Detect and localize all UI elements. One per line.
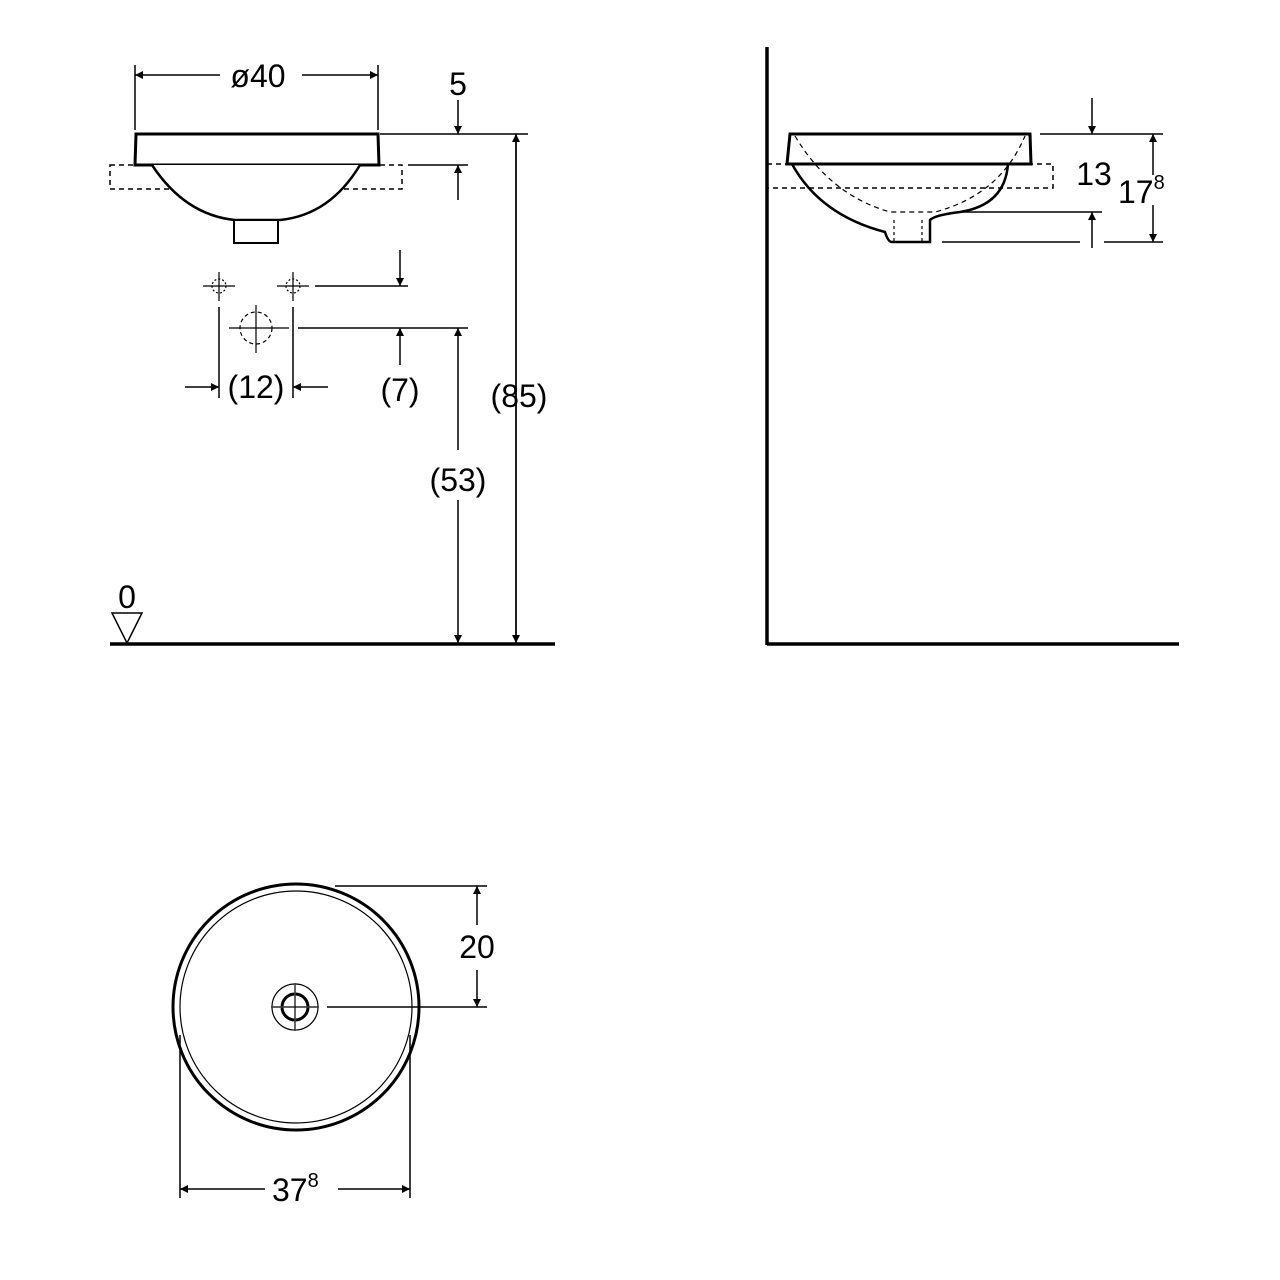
tap-offset-label: (7): [380, 372, 419, 408]
height-total-label: (85): [491, 378, 548, 414]
basin-bowl: [150, 164, 362, 222]
side-view: [765, 47, 1179, 646]
total-depth-label: 178: [1118, 172, 1165, 210]
top-width-label: 378: [272, 1170, 319, 1208]
drain-offset-label: 20: [459, 929, 495, 965]
front-view: [109, 65, 555, 646]
outlet: [233, 219, 279, 244]
outlet-height-label: (53): [430, 462, 487, 498]
drain-icon: [271, 983, 319, 1031]
floor-level-icon: [110, 612, 144, 645]
rim-label: 5: [449, 66, 467, 102]
width-label: ø40: [230, 58, 285, 94]
top-view: [171, 882, 487, 1198]
bowl-depth-label: 13: [1076, 156, 1112, 192]
tap-hole-right: [277, 272, 309, 301]
outlet-centre-mark: [229, 305, 289, 353]
tap-spacing-label: (12): [228, 369, 285, 405]
floor-label: 0: [118, 579, 136, 615]
tap-hole-left: [203, 272, 235, 301]
basin-rim: [133, 132, 381, 167]
